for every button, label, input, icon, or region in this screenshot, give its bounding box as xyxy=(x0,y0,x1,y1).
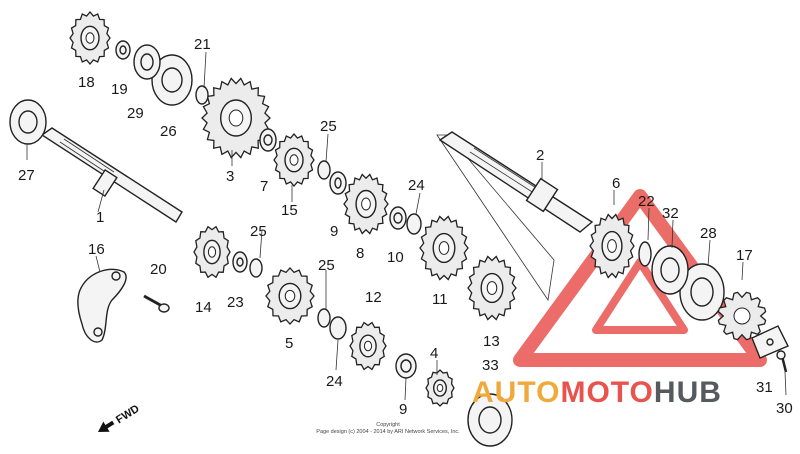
label-25c: 25 xyxy=(318,257,335,274)
bushing-5 xyxy=(259,128,277,152)
label-25b: 25 xyxy=(250,223,267,240)
clip-25c xyxy=(317,308,331,328)
label-31: 31 xyxy=(756,379,773,396)
label-27: 27 xyxy=(18,167,35,184)
label-23: 23 xyxy=(227,294,244,311)
gear-3 xyxy=(201,77,271,159)
label-18: 18 xyxy=(78,74,95,91)
gear-11 xyxy=(419,215,469,281)
label-13: 13 xyxy=(483,333,500,350)
ring-22 xyxy=(638,241,652,267)
clip-25a xyxy=(317,160,331,180)
bearing-29 xyxy=(133,44,161,80)
label-9b: 9 xyxy=(399,401,407,418)
watermark-logo-text: AUTOMOTOHUB xyxy=(472,376,722,409)
label-33: 33 xyxy=(482,357,499,374)
label-29: 29 xyxy=(127,105,144,122)
washer-24a xyxy=(406,213,422,235)
bushing-9b xyxy=(395,353,417,379)
label-24a: 24 xyxy=(408,177,425,194)
fwd-arrow: FWD xyxy=(98,403,142,432)
label-10: 10 xyxy=(387,249,404,266)
label-5: 7 xyxy=(260,178,268,195)
washer-23 xyxy=(232,251,248,273)
bushing-10 xyxy=(389,206,407,230)
label-22: 22 xyxy=(638,193,655,210)
bearing-26 xyxy=(151,54,193,106)
bearing-33 xyxy=(467,393,513,447)
main-shaft xyxy=(40,127,183,223)
label-30: 30 xyxy=(776,400,793,417)
gear-4 xyxy=(425,369,455,407)
watermark-logo-triangle xyxy=(513,189,767,367)
label-4: 4 xyxy=(430,345,438,362)
label-25a: 25 xyxy=(320,118,337,135)
output-shaft-frame xyxy=(436,134,555,302)
leader-lines xyxy=(26,51,787,401)
label-28: 28 xyxy=(700,225,717,242)
gear-12 xyxy=(349,321,387,371)
ring-21 xyxy=(195,85,209,105)
bolt-20 xyxy=(143,294,170,313)
gear-6 xyxy=(589,213,635,279)
label-26: 26 xyxy=(160,123,177,140)
label-17: 17 xyxy=(736,247,753,264)
sprocket-17 xyxy=(717,291,767,341)
label-16: 16 xyxy=(88,241,105,258)
watermark-moto: MOTO xyxy=(560,376,653,409)
bearing-27 xyxy=(9,99,47,145)
gear-15 xyxy=(273,132,315,188)
part-labels: 27 1 18 19 29 26 21 3 7 15 25 9 8 24 10 … xyxy=(18,36,793,418)
label-20: 20 xyxy=(150,261,167,278)
label-14: 14 xyxy=(195,299,212,316)
washer-19 xyxy=(115,40,131,60)
washer-9a xyxy=(329,171,347,195)
counter-shaft xyxy=(438,131,594,233)
plate-31 xyxy=(751,325,789,359)
label-2: 2 xyxy=(536,147,544,164)
label-1: 1 xyxy=(96,209,104,226)
gear-set xyxy=(69,10,635,407)
gear-8 xyxy=(343,173,389,235)
gear-18 xyxy=(69,10,111,66)
gear-7 xyxy=(265,267,315,325)
copyright-line-1: Copyright xyxy=(376,422,400,428)
gear-13 xyxy=(467,255,517,321)
label-6: 6 xyxy=(612,175,620,192)
washer-24b xyxy=(329,316,347,340)
gear-14 xyxy=(193,225,231,279)
label-19: 19 xyxy=(111,81,128,98)
label-9a: 9 xyxy=(330,223,338,240)
copyright-notice: Copyright Page design (c) 2004 - 2014 by… xyxy=(316,422,460,435)
label-32: 32 xyxy=(662,205,679,222)
watermark-auto: AUTO xyxy=(472,376,560,409)
label-24b: 24 xyxy=(326,373,343,390)
label-3: 3 xyxy=(226,168,234,185)
svg-text:AUTOMOTOHUB: AUTOMOTOHUB xyxy=(472,376,722,409)
label-7: 5 xyxy=(285,335,293,352)
plate-16 xyxy=(77,268,127,343)
bolt-30 xyxy=(776,350,788,373)
copyright-line-2: Page design (c) 2004 - 2014 by ARI Netwo… xyxy=(316,429,460,435)
bearing-32 xyxy=(651,245,689,295)
label-15: 15 xyxy=(281,202,298,219)
label-11: 11 xyxy=(432,291,448,308)
label-8: 8 xyxy=(356,245,364,262)
label-21: 21 xyxy=(194,36,211,53)
fwd-label: FWD xyxy=(114,403,142,426)
label-12: 12 xyxy=(365,289,382,306)
watermark-hub: HUB xyxy=(654,376,722,409)
clip-25b xyxy=(249,258,263,278)
bearing-28 xyxy=(679,263,725,321)
